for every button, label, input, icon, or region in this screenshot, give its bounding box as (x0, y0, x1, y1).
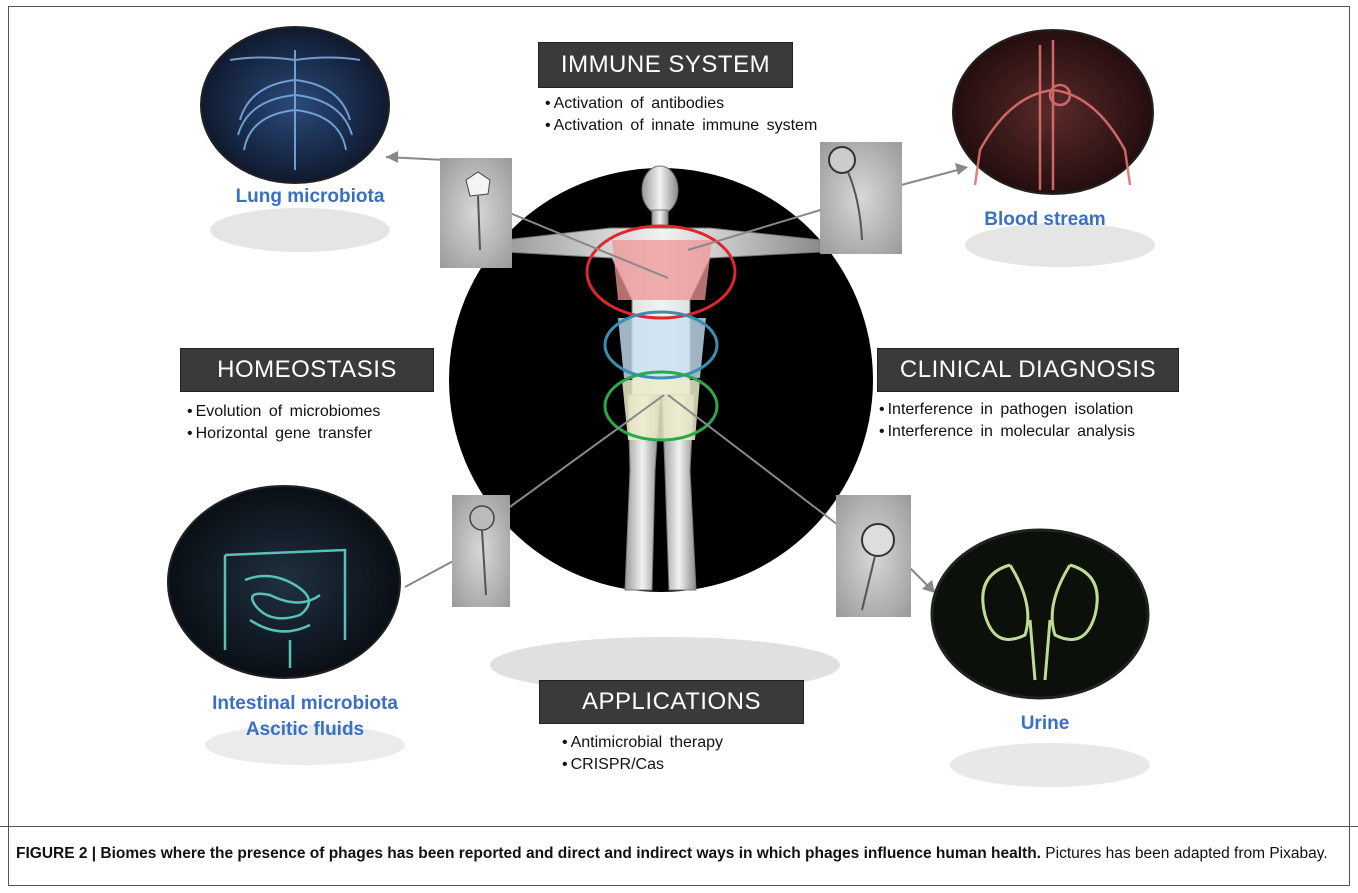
abdomen-blue-tint (618, 318, 706, 378)
clinical-bullet-1: Interference in pathogen isolation (879, 399, 1135, 421)
blood-stream-label: Blood stream (940, 207, 1150, 233)
immune-bullet-1: Activation of antibodies (545, 93, 817, 115)
lung-microbiota-label: Lung microbiota (205, 184, 415, 210)
applications-bullet-list: Antimicrobial therapy CRISPR/Cas (562, 732, 723, 776)
phage-intestinal-icon (452, 495, 510, 607)
applications-bullet-2: CRISPR/Cas (562, 754, 723, 776)
clinical-diagnosis-header: CLINICAL DIAGNOSIS (877, 348, 1179, 392)
lung-organ-image (201, 27, 389, 183)
immune-bullet-2: Activation of innate immune system (545, 115, 817, 137)
lung-shadow (210, 208, 390, 252)
homeostasis-bullet-list: Evolution of microbiomes Horizontal gene… (187, 401, 380, 445)
applications-bullet-1: Antimicrobial therapy (562, 732, 723, 754)
urine-label: Urine (970, 711, 1120, 737)
phage-lung-icon (440, 158, 512, 268)
caption-divider (0, 826, 1358, 827)
torso-red-tint (612, 240, 712, 300)
phage-urine-icon (836, 495, 911, 617)
caption-bold: FIGURE 2 | Biomes where the presence of … (16, 845, 1041, 862)
clinical-bullet-list: Interference in pathogen isolation Inter… (879, 399, 1135, 443)
applications-header: APPLICATIONS (539, 680, 804, 724)
blood-organ-image (953, 30, 1153, 194)
intestinal-label-line-2: Ascitic fluids (180, 717, 430, 743)
intestinal-label-line-1: Intestinal microbiota (180, 691, 430, 717)
immune-bullet-list: Activation of antibodies Activation of i… (545, 93, 817, 137)
urine-organ-image (932, 530, 1148, 698)
homeostasis-bullet-1: Evolution of microbiomes (187, 401, 380, 423)
homeostasis-bullet-2: Horizontal gene transfer (187, 423, 380, 445)
phage-blood-icon (820, 142, 902, 254)
intestinal-microbiota-label: Intestinal microbiota Ascitic fluids (180, 691, 430, 743)
intestinal-organ-image (168, 486, 400, 678)
urine-shadow (950, 743, 1150, 787)
clinical-bullet-2: Interference in molecular analysis (879, 421, 1135, 443)
homeostasis-header: HOMEOSTASIS (180, 348, 434, 392)
immune-system-header: IMMUNE SYSTEM (538, 42, 793, 88)
figure-caption: FIGURE 2 | Biomes where the presence of … (16, 843, 1336, 865)
caption-rest: Pictures has been adapted from Pixabay. (1041, 845, 1328, 862)
